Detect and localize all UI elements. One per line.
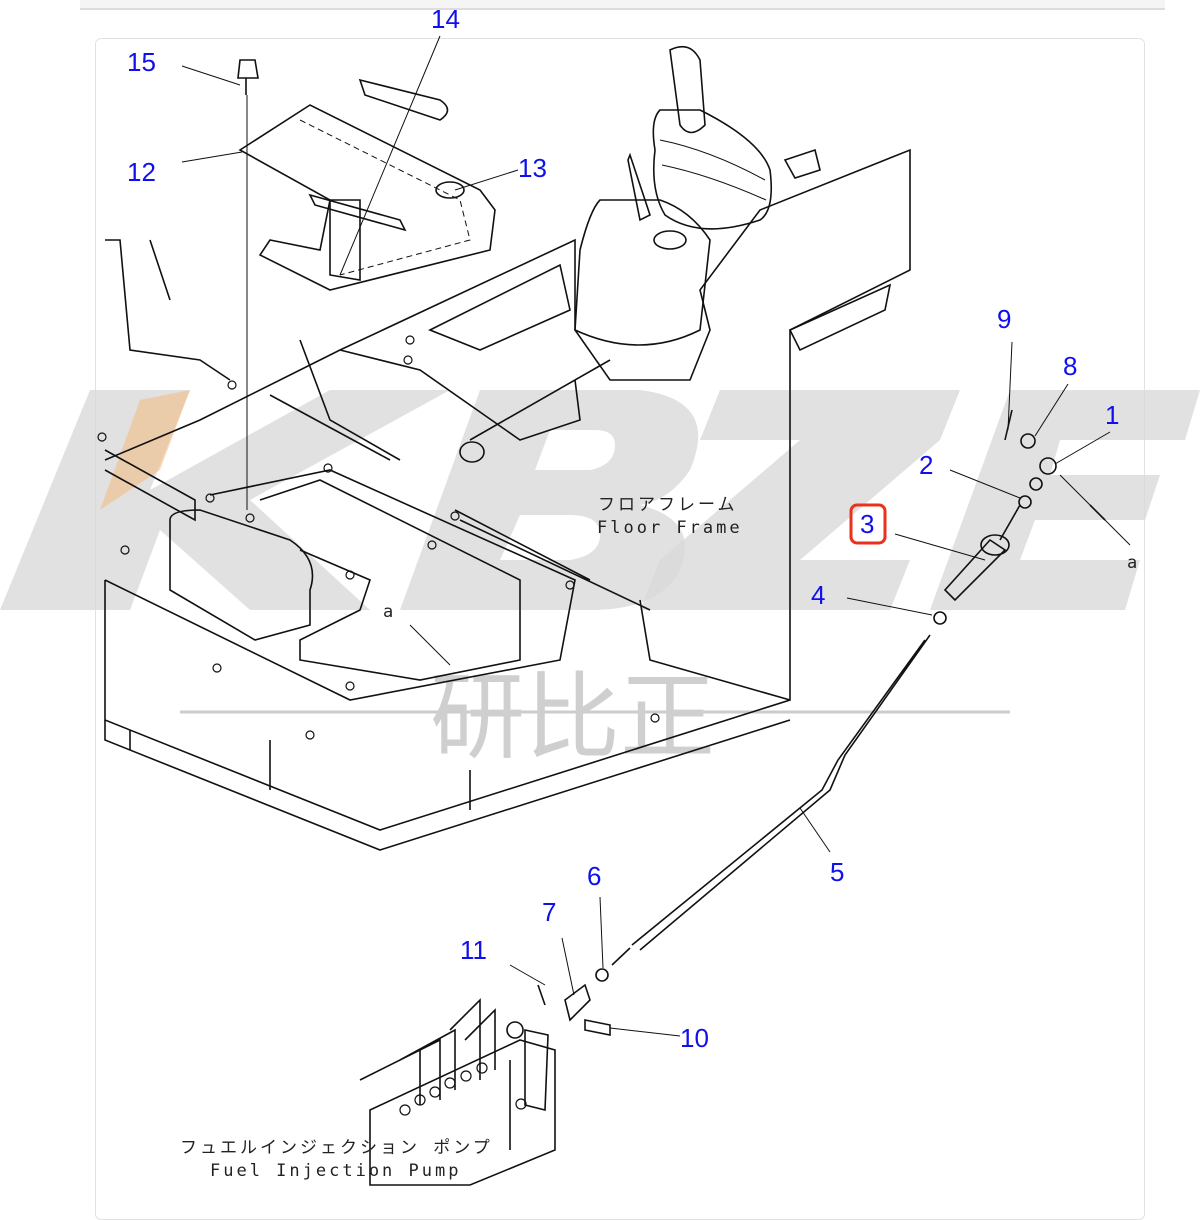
ref-a-left: a [383, 602, 396, 622]
floor-frame-drawing [97, 45, 911, 851]
leader-lines [181, 35, 1131, 1037]
callout-3[interactable]: 3 [860, 509, 874, 539]
callout-4[interactable]: 4 [811, 580, 825, 610]
callout-1[interactable]: 1 [1105, 400, 1119, 430]
floor-frame-label-en: Floor Frame [597, 518, 743, 538]
callout-2[interactable]: 2 [919, 450, 933, 480]
linkage-parts [537, 409, 1106, 1036]
callout-13[interactable]: 13 [518, 153, 547, 183]
highlight-box [849, 503, 887, 545]
fuel-pump-drawing [359, 998, 556, 1186]
callout-14[interactable]: 14 [431, 4, 460, 34]
pump-label-en: Fuel Injection Pump [210, 1161, 461, 1181]
callout-7[interactable]: 7 [542, 897, 556, 927]
callout-12[interactable]: 12 [127, 157, 156, 187]
callout-6[interactable]: 6 [587, 861, 601, 891]
callout-10[interactable]: 10 [680, 1023, 709, 1053]
callout-15[interactable]: 15 [127, 47, 156, 77]
cover-plate [237, 59, 496, 510]
pump-label-jp: フュエルインジェクション ポンプ [180, 1138, 493, 1158]
svg-text:研比正: 研比正 [430, 663, 715, 773]
watermark: 研比正 [0, 390, 1200, 773]
callout-9[interactable]: 9 [997, 304, 1011, 334]
callout-5[interactable]: 5 [830, 857, 844, 887]
callout-8[interactable]: 8 [1063, 351, 1077, 381]
ref-a-right: a [1127, 553, 1140, 573]
top-bar [80, 0, 1165, 10]
callouts: 15 14 12 13 9 8 1 2 3 4 5 6 7 11 10 [127, 4, 1119, 1053]
callout-11[interactable]: 11 [460, 935, 487, 965]
floor-frame-label-jp: フロアフレーム [598, 495, 738, 515]
